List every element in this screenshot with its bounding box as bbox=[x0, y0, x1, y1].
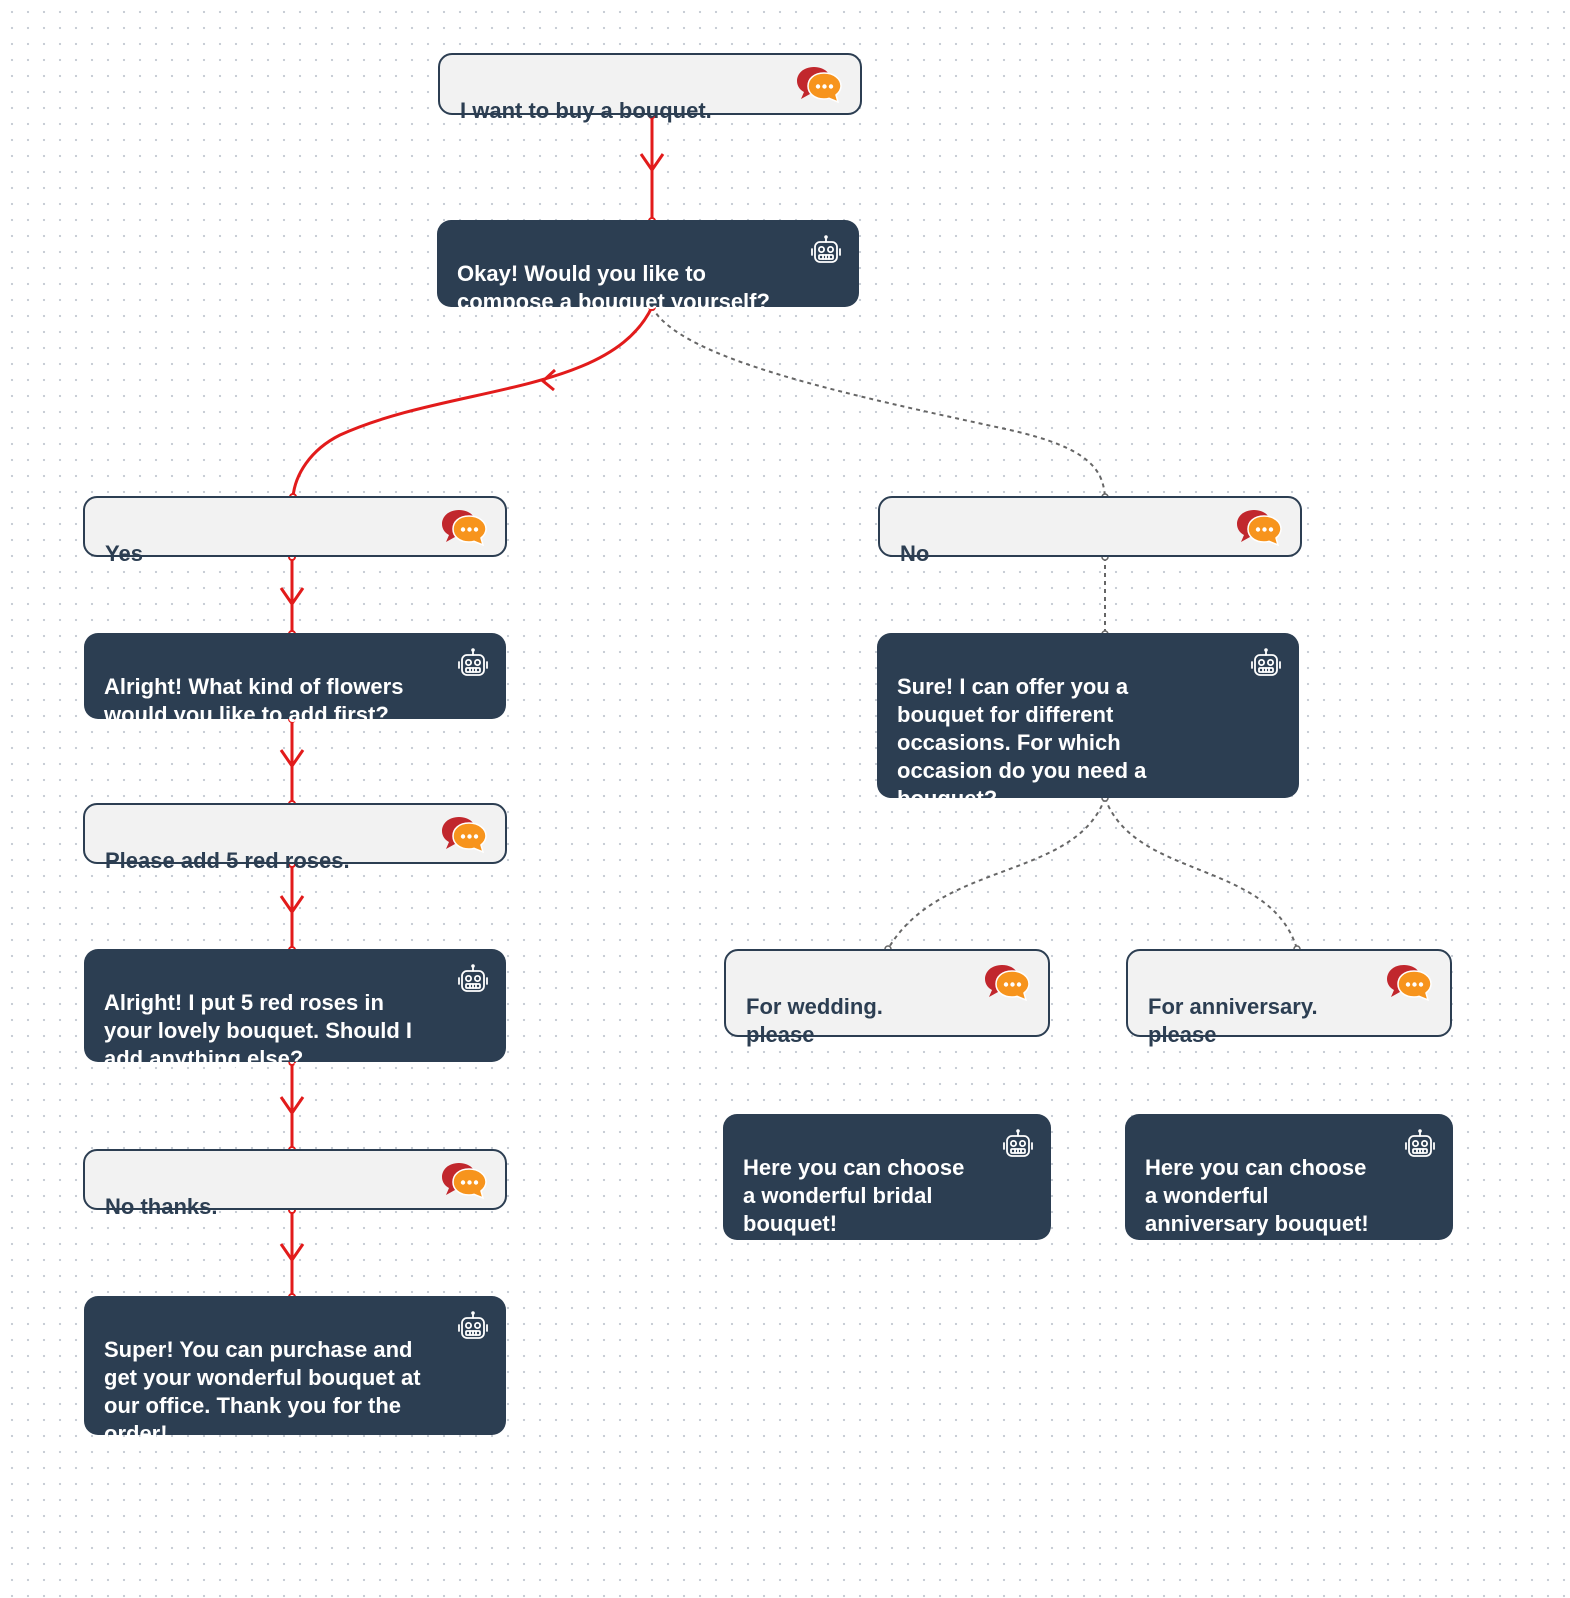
node-sure[interactable]: Sure! I can offer you a bouquet for diff… bbox=[877, 633, 1299, 811]
node-buy[interactable]: I want to buy a bouquet. bbox=[438, 53, 862, 123]
node-sure-text: Sure! I can offer you a bouquet for diff… bbox=[897, 674, 1147, 811]
node-put-text: Alright! I put 5 red roses in your lovel… bbox=[104, 990, 413, 1071]
edge-buy-to-compose-arrow bbox=[639, 153, 665, 173]
robot-icon bbox=[456, 963, 490, 997]
edge-kind-to-roses-arrow bbox=[279, 749, 305, 769]
edge-put-to-nothanks-arrow bbox=[279, 1096, 305, 1116]
chat-bubbles-icon bbox=[441, 815, 487, 853]
node-kind[interactable]: Alright! What kind of flowers would you … bbox=[84, 633, 506, 727]
robot-icon bbox=[1249, 647, 1283, 681]
node-buy-text: I want to buy a bouquet. bbox=[460, 98, 712, 123]
edge-compose-to-no bbox=[651, 306, 1106, 498]
node-bridal[interactable]: Here you can choose a wonderful bridal b… bbox=[723, 1114, 1051, 1240]
node-super[interactable]: Super! You can purchase and get your won… bbox=[84, 1296, 506, 1446]
chat-bubbles-icon bbox=[1386, 963, 1432, 1001]
edge-sure-to-anniv bbox=[1104, 797, 1298, 950]
node-annivbq[interactable]: Here you can choose a wonderful annivers… bbox=[1125, 1114, 1453, 1240]
robot-icon bbox=[809, 234, 843, 268]
robot-icon bbox=[456, 1310, 490, 1344]
chat-bubbles-icon bbox=[441, 508, 487, 546]
chat-bubbles-icon bbox=[1236, 508, 1282, 546]
node-roses-text: Please add 5 red roses. bbox=[105, 848, 350, 873]
node-yes[interactable]: Yes bbox=[83, 496, 507, 566]
chat-bubbles-icon bbox=[796, 65, 842, 103]
node-annivbq-text: Here you can choose a wonderful annivers… bbox=[1145, 1155, 1369, 1236]
node-bridal-text: Here you can choose a wonderful bridal b… bbox=[743, 1155, 965, 1236]
node-nothanks-text: No thanks. bbox=[105, 1194, 218, 1219]
chat-bubbles-icon bbox=[984, 963, 1030, 1001]
edge-compose-to-yes bbox=[291, 306, 654, 498]
edge-roses-to-put-arrow bbox=[279, 895, 305, 915]
node-anniv[interactable]: For anniversary. please bbox=[1126, 949, 1452, 1047]
node-compose-text: Okay! Would you like to compose a bouque… bbox=[457, 261, 770, 314]
chat-bubbles-icon bbox=[441, 1161, 487, 1199]
node-wedding[interactable]: For wedding. please bbox=[724, 949, 1050, 1047]
node-kind-text: Alright! What kind of flowers would you … bbox=[104, 674, 404, 727]
node-no-text: No bbox=[900, 541, 930, 566]
edge-compose-to-yes-arrow bbox=[540, 368, 557, 392]
node-compose[interactable]: Okay! Would you like to compose a bouque… bbox=[437, 220, 859, 314]
node-roses[interactable]: Please add 5 red roses. bbox=[83, 803, 507, 873]
node-no[interactable]: No bbox=[878, 496, 1302, 566]
edge-yes-to-kind-arrow bbox=[279, 587, 305, 607]
node-nothanks[interactable]: No thanks. bbox=[83, 1149, 507, 1219]
node-wedding-text: For wedding. please bbox=[746, 994, 883, 1047]
edge-nothanks-to-super-arrow bbox=[279, 1243, 305, 1263]
node-super-text: Super! You can purchase and get your won… bbox=[104, 1337, 421, 1446]
robot-icon bbox=[1001, 1128, 1035, 1162]
robot-icon bbox=[1403, 1128, 1437, 1162]
node-put[interactable]: Alright! I put 5 red roses in your lovel… bbox=[84, 949, 506, 1071]
node-anniv-text: For anniversary. please bbox=[1148, 994, 1318, 1047]
node-yes-text: Yes bbox=[105, 541, 143, 566]
edge-sure-to-wedding bbox=[887, 797, 1106, 950]
robot-icon bbox=[456, 647, 490, 681]
